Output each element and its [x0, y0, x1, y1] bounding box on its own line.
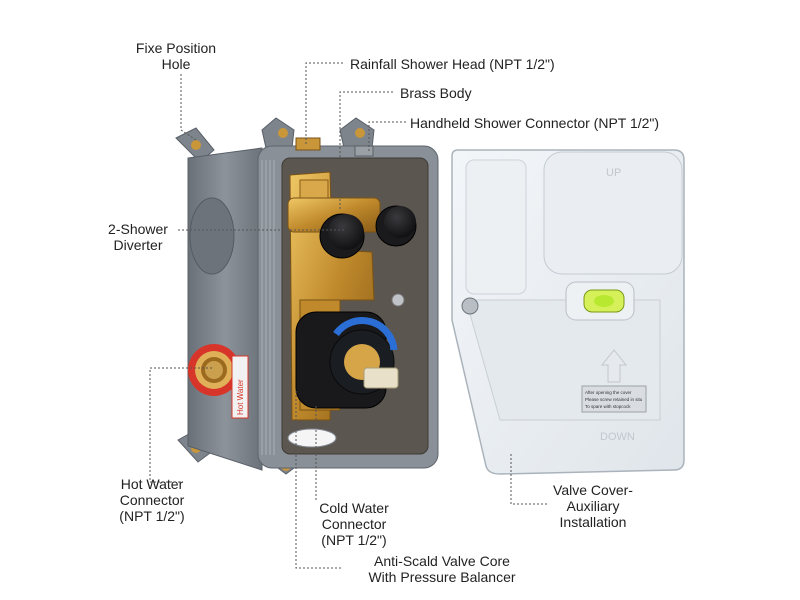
label-fixed-line-1: Fixe Position	[135, 40, 217, 56]
label-cover-line-3: Installation	[559, 514, 627, 530]
label-fixed-line-2: Hole	[161, 56, 191, 72]
cover-sticker-line-3: To spare with stopcock	[585, 404, 631, 409]
diverter-knob-left	[319, 213, 365, 259]
label-handheld-connector: Handheld Shower Connector (NPT 1/2")	[410, 115, 660, 131]
hot-water-tag-text: Hot Water	[236, 379, 245, 415]
label-diverter: 2-Shower Diverter	[96, 221, 180, 253]
label-diverter-line-1: 2-Shower	[108, 221, 168, 237]
label-anti-scald-line-1: Anti-Scald Valve Core	[374, 553, 510, 569]
cold-water-outlet	[287, 428, 337, 448]
label-diverter-line-2: Diverter	[113, 237, 163, 253]
diverter-knob-right	[375, 205, 417, 247]
label-cold-line-3: (NPT 1/2")	[321, 532, 387, 548]
label-anti-scald-line-2: With Pressure Balancer	[368, 569, 516, 585]
anti-scald-core	[295, 293, 405, 409]
leader-lines	[149, 62, 547, 569]
label-hot-line-1: Hot Water	[120, 476, 184, 492]
valve-housing: Hot Water	[175, 117, 439, 475]
label-valve-cover: Valve Cover- Auxiliary Installation	[538, 482, 648, 530]
handheld-outlet	[354, 145, 374, 157]
valve-cover: UP DOWN After opening the cover Please s…	[451, 149, 685, 475]
rainfall-outlet	[295, 137, 321, 151]
cover-up-text: UP	[606, 167, 621, 179]
cover-sticker-line-2: Please screw retained in situ	[585, 397, 643, 402]
label-hot-line-2: Connector	[119, 492, 185, 508]
side-cap	[189, 197, 235, 275]
label-cold-line-2: Connector	[321, 516, 387, 532]
cover-sticker-line-1: After opening the cover	[585, 390, 632, 395]
label-fixed-position-hole: Fixe Position Hole	[118, 40, 234, 72]
label-cover-line-2: Auxiliary	[566, 498, 620, 514]
label-cold-water-connector: Cold Water Connector (NPT 1/2")	[302, 500, 406, 548]
spirit-level	[565, 281, 635, 321]
cover-sticker: After opening the cover Please screw ret…	[581, 385, 647, 413]
label-hot-water-connector: Hot Water Connector (NPT 1/2")	[100, 476, 204, 524]
hot-water-inlet	[188, 344, 240, 396]
label-brass-body: Brass Body	[400, 85, 472, 101]
label-rainfall-shower-head: Rainfall Shower Head (NPT 1/2")	[350, 56, 555, 72]
cover-down-text: DOWN	[600, 431, 635, 443]
fixed-position-hole	[191, 140, 201, 150]
label-hot-line-3: (NPT 1/2")	[119, 508, 185, 524]
label-cover-line-1: Valve Cover-	[553, 482, 633, 498]
label-anti-scald-core: Anti-Scald Valve Core With Pressure Bala…	[342, 553, 542, 585]
label-cold-line-1: Cold Water	[319, 500, 389, 516]
